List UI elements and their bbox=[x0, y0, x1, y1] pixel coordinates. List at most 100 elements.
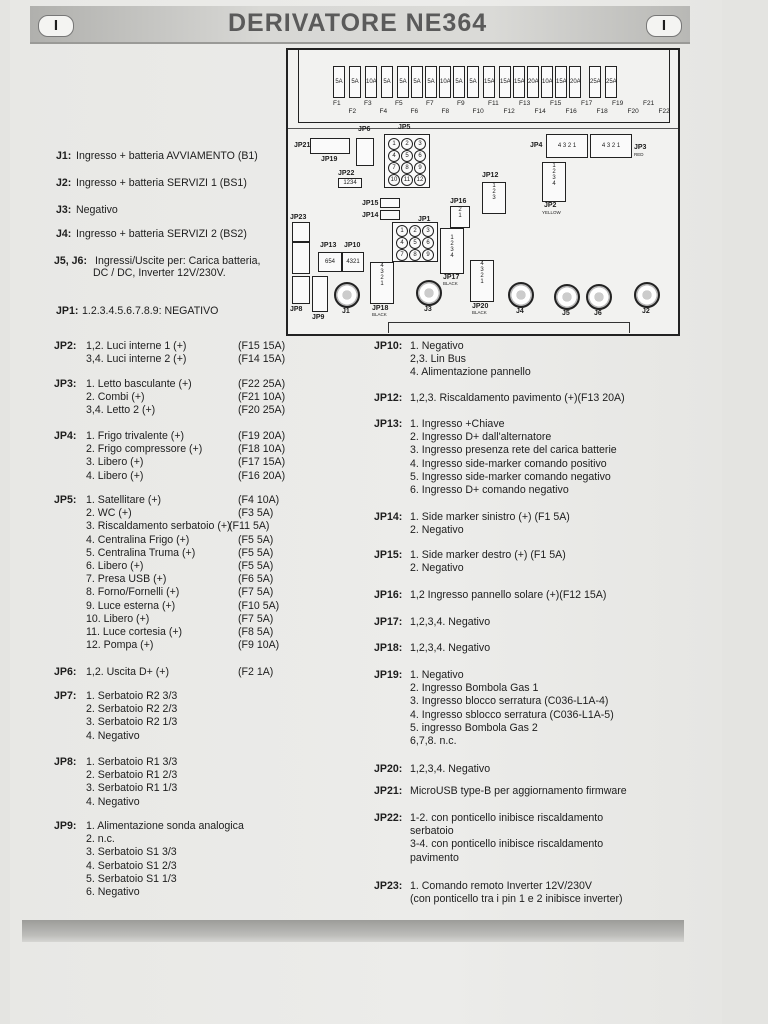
legend-item: 1-2. con ponticello inibisce riscaldamen… bbox=[410, 812, 604, 824]
legend-key: J5, J6: bbox=[54, 255, 87, 267]
legend-text: Ingresso + batteria SERVIZI 2 (BS2) bbox=[76, 228, 247, 240]
connector-jp15 bbox=[380, 198, 400, 208]
label-jp5: JP5 bbox=[398, 124, 411, 131]
legend-item: 1,2,3. Riscaldamento pavimento (+)(F13 2… bbox=[410, 392, 625, 404]
terminal-j5 bbox=[554, 284, 580, 310]
label-jp18-color: BLACK bbox=[372, 312, 387, 317]
fuse: 15A bbox=[483, 66, 495, 98]
fuse-label: F5 bbox=[395, 100, 403, 107]
connector-jp3: 4 3 2 1 bbox=[590, 134, 632, 158]
legend-text: 1.2.3.4.5.6.7.8.9: NEGATIVO bbox=[82, 305, 219, 317]
fuse-label: F7 bbox=[426, 100, 434, 107]
legend-item: 1,2,3,4. Negativo bbox=[410, 763, 491, 775]
legend-item: 2. Ingresso D+ dall'alternatore bbox=[410, 431, 552, 444]
legend-key: JP21: bbox=[374, 785, 403, 797]
legend-item: 3. Serbatoio R1 1/3 bbox=[86, 782, 178, 795]
label-jp18: JP18 bbox=[372, 305, 389, 312]
legend-key: JP9: bbox=[54, 820, 77, 832]
fuse: 5A bbox=[333, 66, 345, 98]
label-jp13: JP13 bbox=[320, 242, 337, 249]
label-jp21: JP21 bbox=[294, 142, 311, 149]
fuse-label: F6 bbox=[410, 108, 419, 115]
pin: 8 bbox=[409, 249, 421, 261]
connector-jp19 bbox=[310, 138, 350, 154]
connector-jp4: 4 3 2 1 bbox=[546, 134, 588, 158]
pin: 12 bbox=[414, 174, 426, 186]
fuse: 20A bbox=[569, 66, 581, 98]
legend-item: 2. WC (+) bbox=[86, 507, 132, 520]
legend-fuse: (F10 5A) bbox=[238, 599, 280, 612]
terminal-j4 bbox=[508, 282, 534, 308]
fuse-label: F22 bbox=[658, 108, 670, 115]
pin: 6 bbox=[422, 237, 434, 249]
terminal-j6 bbox=[586, 284, 612, 310]
label-j4: J4 bbox=[516, 308, 524, 315]
label-jp12: JP12 bbox=[482, 172, 499, 179]
label-jp22: JP22 bbox=[338, 170, 355, 177]
label-jp2-color: YELLOW bbox=[542, 210, 561, 215]
legend-fuse: (F9 10A) bbox=[238, 639, 280, 652]
legend-key: J1: bbox=[56, 150, 72, 162]
fuse-label: F14 bbox=[534, 108, 546, 115]
fuse: 15A bbox=[555, 66, 567, 98]
legend-item: 4. Centralina Frigo (+) bbox=[86, 533, 190, 546]
pin: 8 bbox=[401, 162, 413, 174]
fuse: 25A bbox=[589, 66, 601, 98]
fuse-label: F11 bbox=[488, 100, 499, 107]
legend-fuse: (F5 5A) bbox=[238, 560, 274, 572]
fuse: 10A bbox=[365, 66, 377, 98]
legend-item: 3. Riscaldamento serbatoio (+) bbox=[86, 520, 231, 533]
label-jp8: JP8 bbox=[290, 306, 303, 313]
legend-item: 7. Presa USB (+) bbox=[86, 573, 167, 586]
fuse: 5A bbox=[349, 66, 361, 98]
legend-key: JP12: bbox=[374, 392, 403, 404]
legend-fuse: (F17 15A) bbox=[238, 456, 286, 469]
fuse-label: F18 bbox=[596, 108, 608, 115]
legend-fuse: (F5 5A) bbox=[238, 533, 274, 546]
label-jp14: JP14 bbox=[362, 212, 379, 219]
fuse: 25A bbox=[605, 66, 617, 98]
legend-key: JP7: bbox=[54, 690, 77, 702]
pin: 2 bbox=[401, 138, 413, 150]
legend-item: 1. Negativo bbox=[410, 340, 464, 352]
legend-item: 1. Serbatoio R2 3/3 bbox=[86, 690, 178, 702]
legend-item: 2. Negativo bbox=[410, 524, 464, 537]
label-jp3-color: RED bbox=[634, 152, 644, 157]
pin: 7 bbox=[388, 162, 400, 174]
legend-item: 1. Side marker destro (+) (F1 5A) bbox=[410, 549, 566, 561]
pin: 1 bbox=[396, 225, 408, 237]
connector-jp8 bbox=[292, 276, 310, 304]
legend-item: MicroUSB type-B per aggiornamento firmwa… bbox=[410, 785, 627, 797]
legend-item: 6. Libero (+) bbox=[86, 560, 144, 572]
label-jp19: JP19 bbox=[321, 156, 338, 163]
legend-item: pavimento bbox=[410, 851, 459, 864]
legend-fuse: (F21 10A) bbox=[238, 391, 286, 404]
fuse: 10A bbox=[541, 66, 553, 98]
fuse: 10A bbox=[439, 66, 451, 98]
legend-item: 1,2,3,4. Negativo bbox=[410, 642, 491, 654]
label-jp16: JP16 bbox=[450, 198, 467, 205]
legend-item: 1. Negativo bbox=[410, 669, 464, 681]
legend-text: Negativo bbox=[76, 204, 118, 216]
fuse-label: F15 bbox=[550, 100, 562, 107]
legend-fuse: (F20 25A) bbox=[238, 404, 286, 417]
label-j3: J3 bbox=[424, 306, 432, 313]
label-jp15: JP15 bbox=[362, 200, 379, 207]
fuse: 20A bbox=[527, 66, 539, 98]
legend-item: 4. Serbatoio S1 2/3 bbox=[86, 859, 177, 872]
legend-fuse: (F19 20A) bbox=[238, 430, 286, 442]
legend-item: 9. Luce esterna (+) bbox=[86, 599, 176, 612]
legend-key: JP6: bbox=[54, 666, 77, 678]
connector-jp23 bbox=[292, 222, 310, 242]
legend-item: 4. Libero (+) bbox=[86, 469, 144, 482]
legend-item: 1. Ingresso +Chiave bbox=[410, 418, 505, 430]
connector-jp13: 654 bbox=[318, 252, 342, 272]
fuse: 5A bbox=[467, 66, 479, 98]
legend-fuse: (F2 1A) bbox=[238, 666, 274, 678]
legend-key: JP3: bbox=[54, 378, 77, 390]
